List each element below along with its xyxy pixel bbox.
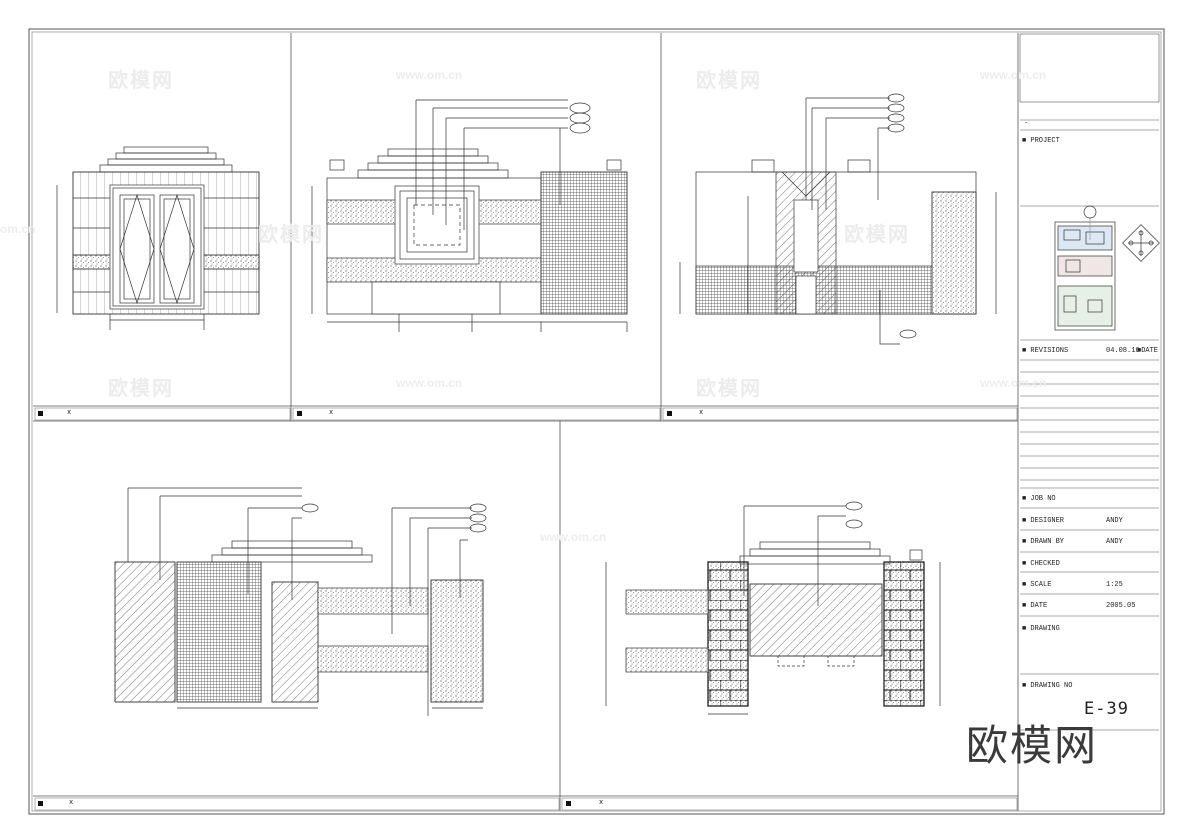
- designer-value: ANDY: [1106, 517, 1123, 525]
- date-label: ■ DATE: [1022, 602, 1048, 610]
- panel-label-3: x: [699, 409, 704, 417]
- checked-label: ■ CHECKED: [1022, 560, 1060, 568]
- elevation-niche: [679, 93, 997, 345]
- job-no-label-text: JOB NO: [1030, 495, 1056, 503]
- drawing-number: E-39: [1084, 699, 1129, 719]
- designer-label: ■ DESIGNER: [1022, 517, 1065, 525]
- elevation-stone-columns: [605, 501, 941, 715]
- drawn-by-value: ANDY: [1106, 538, 1123, 546]
- drawn-by-label-text: DRAWN BY: [1030, 538, 1065, 546]
- designer-label-text: DESIGNER: [1030, 517, 1065, 525]
- panel-label-1: x: [67, 409, 72, 417]
- panel-frames: [33, 33, 1019, 811]
- panel-label-4: x: [69, 799, 74, 807]
- job-no-label: ■ JOB NO: [1022, 495, 1056, 503]
- date-header-text: DATE: [1141, 347, 1159, 355]
- project-label-text: PROJECT: [1030, 137, 1060, 145]
- scale-value: 1:25: [1106, 581, 1123, 589]
- drawing-label: ■ DRAWING: [1022, 625, 1060, 633]
- drawing-no-label-text: DRAWING NO: [1030, 682, 1073, 690]
- title-block: [1019, 33, 1160, 731]
- date-label-text: DATE: [1030, 602, 1048, 610]
- elevation-door: [56, 146, 260, 330]
- site-logo: 欧模网: [966, 721, 1099, 770]
- scale-label-text: SCALE: [1030, 581, 1052, 589]
- revisions-label: ■ REVISIONS: [1022, 347, 1069, 355]
- scale-label: ■ SCALE: [1022, 581, 1052, 589]
- elevation-panels: [114, 487, 487, 716]
- revisions-label-text: REVISIONS: [1030, 347, 1069, 355]
- panel-label-5: x: [599, 799, 604, 807]
- date-header: ■DATE: [1137, 347, 1159, 355]
- drawing-no-label: ■ DRAWING NO: [1022, 682, 1073, 690]
- key-plan: [1054, 205, 1160, 331]
- elevation-feature-wall: [311, 99, 628, 332]
- drawn-by-label: ■ DRAWN BY: [1022, 538, 1065, 546]
- revisions-date: 04.08.16: [1106, 347, 1140, 355]
- panel-label-2: x: [329, 409, 334, 417]
- checked-label-text: CHECKED: [1030, 560, 1060, 568]
- title-top-mark: -: [1024, 120, 1029, 128]
- date-value: 2005.05: [1106, 602, 1136, 610]
- project-label: ■ PROJECT: [1022, 137, 1060, 145]
- drawing-label-text: DRAWING: [1030, 625, 1060, 633]
